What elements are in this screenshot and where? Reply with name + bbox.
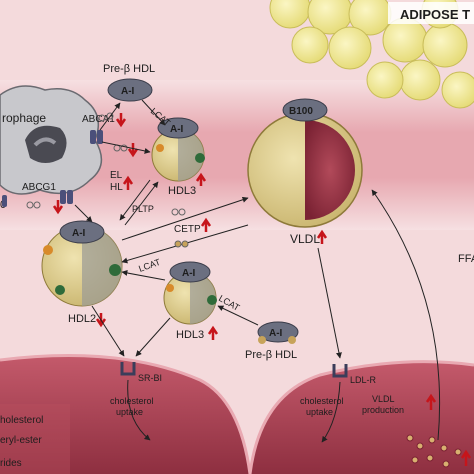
down-arrow-icon xyxy=(115,113,127,128)
up-arrow-icon xyxy=(460,449,472,466)
adipose-label: ADIPOSE T xyxy=(400,7,470,22)
cholesterol-dots xyxy=(171,208,189,248)
adipocyte-cluster-icon xyxy=(269,0,474,109)
hdl3-top-particle xyxy=(151,117,205,182)
pre-beta-hdl-top-label: Pre-β HDL xyxy=(103,63,155,75)
up-arrow-icon xyxy=(207,325,219,340)
liver-left xyxy=(0,355,250,474)
cholesterol-uptake-right-2: uptake xyxy=(306,407,333,417)
abca1-receptor-icon xyxy=(90,130,103,144)
legend-item-3: rides xyxy=(0,458,22,469)
abcg1-label: ABCG1 xyxy=(22,182,56,193)
abca1-label: ABCA1 xyxy=(82,114,115,125)
macrophage-label: rophage xyxy=(2,111,46,125)
b100-label: B100 xyxy=(289,106,313,117)
macrophage-cell-icon xyxy=(0,85,103,195)
sr-bi-label: SR-BI xyxy=(138,373,162,383)
up-arrow-icon xyxy=(122,175,134,190)
hdl2-label: HDL2 xyxy=(68,313,96,325)
down-arrow-icon xyxy=(95,313,107,328)
cetp-label: CETP xyxy=(174,224,201,235)
vldl-production-label-2: production xyxy=(362,405,404,415)
ffa-label: FFA xyxy=(458,253,474,265)
up-arrow-icon xyxy=(195,172,207,186)
cholesterol-uptake-left-2: uptake xyxy=(116,407,143,417)
up-arrow-icon xyxy=(200,217,212,232)
ldl-r-receptor-icon xyxy=(332,364,348,378)
vldl-label: VLDL xyxy=(290,232,320,246)
sr-bi-receptor-icon xyxy=(120,362,136,376)
up-arrow-icon xyxy=(425,393,437,410)
cholesterol-uptake-left-1: cholesterol xyxy=(110,396,154,406)
hdl2-particle xyxy=(41,220,123,307)
cholesterol-dots xyxy=(26,112,128,209)
down-arrow-icon xyxy=(52,200,64,215)
el-label: EL xyxy=(110,170,123,181)
abcg1-left-receptor-icon xyxy=(2,195,7,207)
pre-beta-hdl-bottom-label: Pre-β HDL xyxy=(245,349,297,361)
pre-beta-hdl-top xyxy=(107,78,153,102)
legend-item-1: holesterol xyxy=(0,415,43,426)
abcg1-receptor-icon xyxy=(60,190,73,204)
ai-label-top: A-I xyxy=(121,86,135,97)
ai-label-hdl2: A-I xyxy=(72,228,86,239)
hl-label: HL xyxy=(110,182,123,193)
vldl-particle xyxy=(247,98,363,228)
legend-item-2: eryl-ester xyxy=(0,435,42,446)
pltp-label: PLTP xyxy=(132,204,154,214)
pre-beta-hdl-bottom xyxy=(257,321,299,344)
ai-label-hdl3-bottom: A-I xyxy=(182,268,196,279)
vldl-production-label-1: VLDL xyxy=(372,394,395,404)
up-arrow-icon xyxy=(316,229,328,244)
ai-label-hdl3-top: A-I xyxy=(170,124,184,135)
ai-label-pre-beta-bottom: A-I xyxy=(269,328,283,339)
hdl3-bottom-label: HDL3 xyxy=(176,329,204,341)
cholesterol-uptake-right-1: cholesterol xyxy=(300,396,344,406)
vldl-droplets xyxy=(406,434,462,468)
hdl3-top-label: HDL3 xyxy=(168,185,196,197)
ldl-r-label: LDL-R xyxy=(350,375,377,385)
hdl3-bottom-particle xyxy=(163,261,217,325)
